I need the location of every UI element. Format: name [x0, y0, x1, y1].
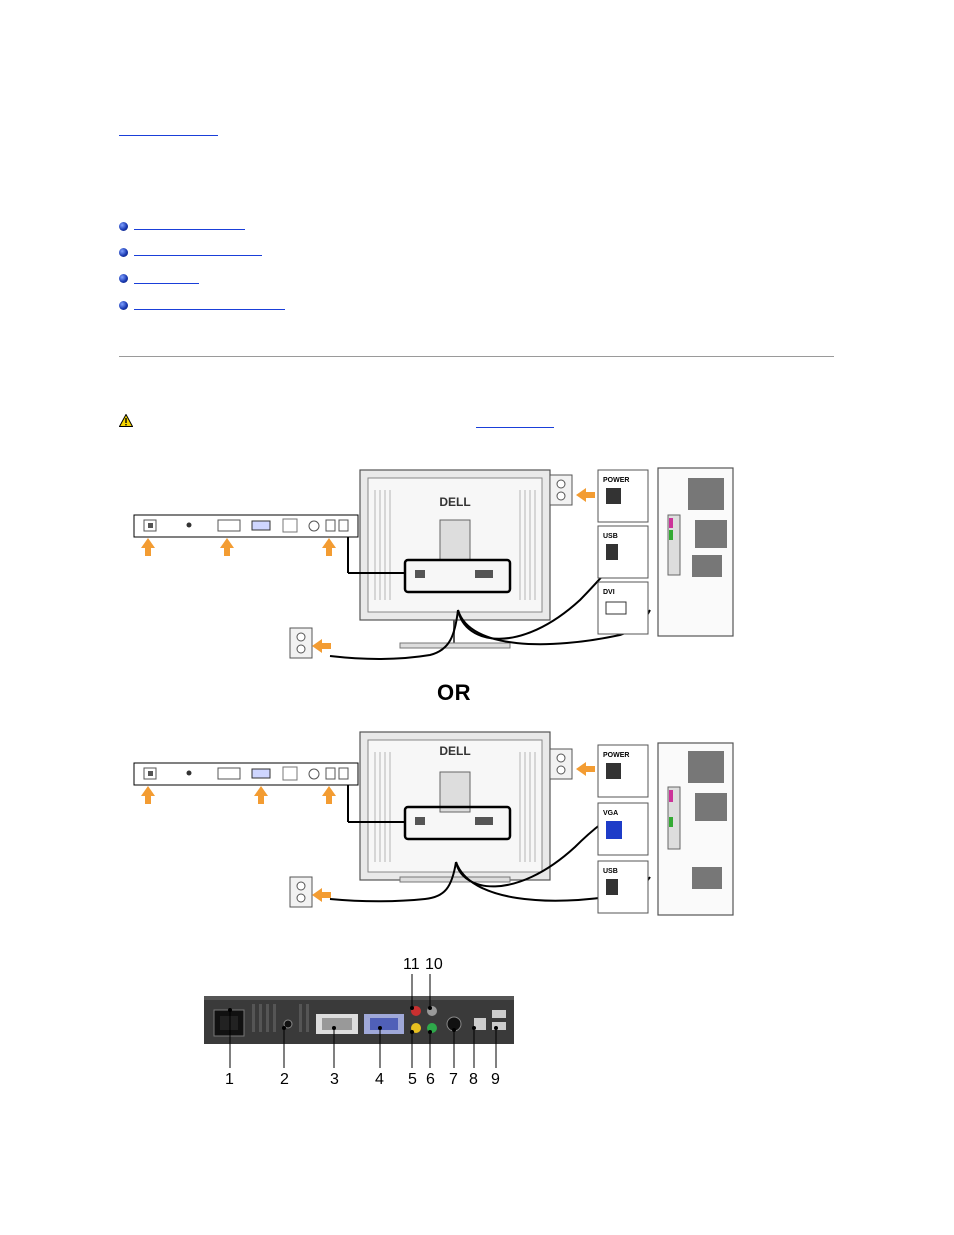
panel-label-2: VGA	[603, 810, 618, 817]
port-number: 2	[280, 1071, 289, 1088]
or-separator: OR	[437, 680, 471, 705]
wall-outlet-top-icon	[549, 748, 573, 780]
bullet-icon	[119, 248, 128, 257]
safety-instructions-link[interactable]	[476, 427, 554, 428]
toc-link-1[interactable]	[134, 229, 245, 230]
back-to-contents-link[interactable]	[119, 135, 218, 136]
panel-label-1: POWER	[603, 752, 629, 759]
port-number: 6	[426, 1071, 435, 1088]
monitor-brand: DELL	[439, 495, 470, 509]
computer-tower-icon	[657, 467, 734, 637]
vga-connection-diagram: DELL POWER VGA USB	[133, 731, 734, 916]
wall-outlet-bottom-icon	[289, 876, 313, 908]
panel-label-3: USB	[603, 868, 618, 875]
toc-link-4[interactable]	[134, 309, 285, 310]
bullet-icon	[119, 222, 128, 231]
port-number: 5	[408, 1071, 417, 1088]
port-number: 7	[449, 1071, 458, 1088]
caution-icon	[119, 414, 133, 427]
bullet-icon	[119, 274, 128, 283]
monitor-brand: DELL	[439, 744, 470, 758]
port-number: 10	[425, 956, 443, 973]
section-divider	[119, 356, 834, 357]
panel-label-2: USB	[603, 533, 618, 540]
panel-label-3: DVI	[603, 589, 615, 596]
port-number: 1	[225, 1071, 234, 1088]
wall-outlet-top-icon	[549, 474, 573, 506]
toc-link-2[interactable]	[134, 255, 262, 256]
callout-lines	[228, 974, 498, 1068]
port-number: 11	[403, 956, 420, 973]
computer-tower-icon	[657, 742, 734, 916]
port-number: 9	[491, 1071, 500, 1088]
dvi-connection-diagram: DELL POWER USB DVI	[133, 467, 734, 660]
connector-strip	[133, 514, 359, 538]
monitor-rear-panel	[204, 996, 514, 1044]
bullet-icon	[119, 301, 128, 310]
port-number: 4	[375, 1071, 384, 1088]
port-number: 3	[330, 1071, 339, 1088]
panel-label-1: POWER	[603, 477, 629, 484]
connector-strip	[133, 762, 359, 786]
toc-link-3[interactable]	[134, 283, 199, 284]
port-number: 8	[469, 1071, 478, 1088]
wall-outlet-bottom-icon	[289, 627, 313, 659]
